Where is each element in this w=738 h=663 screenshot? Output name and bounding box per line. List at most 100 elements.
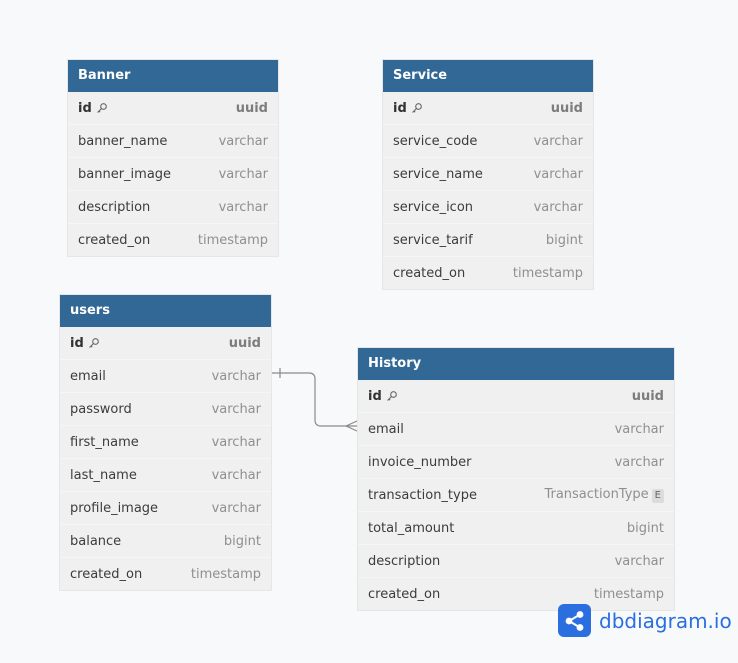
field-row[interactable]: service_name varchar bbox=[383, 157, 593, 190]
field-type-text: bigint bbox=[223, 533, 261, 549]
field-row[interactable]: total_amount bigint bbox=[358, 511, 674, 544]
field-name-text: id bbox=[70, 335, 84, 351]
table-header[interactable]: Service bbox=[383, 60, 593, 92]
field-name-text: created_on bbox=[368, 586, 441, 602]
many-cardinality-mark-bottom bbox=[345, 425, 358, 432]
field-type: timestamp bbox=[198, 233, 268, 248]
field-name: email bbox=[368, 422, 404, 437]
field-type-text: varchar bbox=[211, 401, 261, 417]
field-name: email bbox=[70, 369, 106, 384]
field-name-text: banner_image bbox=[78, 166, 172, 182]
field-type: varchar bbox=[212, 468, 261, 483]
field-name: id bbox=[368, 389, 398, 404]
table-header[interactable]: users bbox=[60, 295, 271, 327]
field-type: bigint bbox=[627, 521, 664, 536]
relationship-line bbox=[271, 372, 358, 427]
field-row[interactable]: profile_image varchar bbox=[60, 491, 271, 524]
key-icon bbox=[386, 390, 398, 402]
field-type: varchar bbox=[615, 422, 664, 437]
field-type: varchar bbox=[212, 501, 261, 516]
field-type: bigint bbox=[224, 534, 261, 549]
brand-logo-group[interactable]: dbdiagram.io bbox=[558, 604, 732, 637]
key-icon bbox=[96, 102, 108, 114]
field-type-text: varchar bbox=[614, 454, 664, 470]
field-row[interactable]: last_name varchar bbox=[60, 458, 271, 491]
field-name-text: created_on bbox=[78, 232, 151, 248]
field-name-text: balance bbox=[70, 533, 122, 549]
field-type-text: timestamp bbox=[190, 566, 261, 582]
field-type: varchar bbox=[534, 167, 583, 182]
field-name-text: last_name bbox=[70, 467, 137, 483]
field-row[interactable]: password varchar bbox=[60, 392, 271, 425]
field-row[interactable]: id uuid bbox=[60, 327, 271, 359]
field-type-text: bigint bbox=[545, 232, 583, 248]
field-name: profile_image bbox=[70, 501, 158, 516]
field-name: total_amount bbox=[368, 521, 454, 536]
field-row[interactable]: banner_image varchar bbox=[68, 157, 278, 190]
field-type-text: varchar bbox=[218, 133, 268, 149]
field-row[interactable]: invoice_number varchar bbox=[358, 445, 674, 478]
field-type: varchar bbox=[219, 200, 268, 215]
field-type-text: varchar bbox=[533, 133, 583, 149]
field-type-text: varchar bbox=[218, 166, 268, 182]
many-cardinality-mark-top bbox=[345, 420, 358, 427]
field-name: description bbox=[78, 200, 150, 215]
brand-name: dbdiagram.io bbox=[599, 608, 732, 633]
field-name-text: invoice_number bbox=[368, 454, 472, 470]
field-name: invoice_number bbox=[368, 455, 472, 470]
field-type: varchar bbox=[534, 200, 583, 215]
field-row[interactable]: created_on timestamp bbox=[358, 577, 674, 610]
field-type: uuid bbox=[551, 101, 583, 116]
field-row[interactable]: email varchar bbox=[358, 412, 674, 445]
field-name: first_name bbox=[70, 435, 139, 450]
field-type: timestamp bbox=[513, 266, 583, 281]
field-name: transaction_type bbox=[368, 488, 477, 503]
table-header[interactable]: Banner bbox=[68, 60, 278, 92]
field-type-text: varchar bbox=[533, 166, 583, 182]
field-name: last_name bbox=[70, 468, 137, 483]
field-name: balance bbox=[70, 534, 121, 549]
field-row[interactable]: created_on timestamp bbox=[68, 223, 278, 256]
field-name: service_icon bbox=[393, 200, 473, 215]
field-row[interactable]: service_icon varchar bbox=[383, 190, 593, 223]
table-header[interactable]: History bbox=[358, 348, 674, 380]
field-type: varchar bbox=[219, 167, 268, 182]
field-type: varchar bbox=[534, 134, 583, 149]
field-name: password bbox=[70, 402, 132, 417]
field-name-text: id bbox=[393, 100, 407, 116]
field-name: id bbox=[393, 101, 423, 116]
field-name: service_name bbox=[393, 167, 483, 182]
field-type-text: timestamp bbox=[593, 586, 664, 602]
field-type: varchar bbox=[219, 134, 268, 149]
field-type: uuid bbox=[229, 336, 261, 351]
field-type-text: uuid bbox=[228, 335, 261, 351]
field-row[interactable]: balance bigint bbox=[60, 524, 271, 557]
field-name: created_on bbox=[70, 567, 142, 582]
field-type-text: timestamp bbox=[197, 232, 268, 248]
field-type: timestamp bbox=[594, 587, 664, 602]
field-name-text: first_name bbox=[70, 434, 139, 450]
share-icon bbox=[558, 604, 591, 637]
field-type-text: varchar bbox=[211, 467, 261, 483]
field-row[interactable]: id uuid bbox=[383, 92, 593, 124]
field-row[interactable]: description varchar bbox=[68, 190, 278, 223]
field-row[interactable]: created_on timestamp bbox=[60, 557, 271, 590]
field-type-text: varchar bbox=[218, 199, 268, 215]
field-type-text: uuid bbox=[235, 100, 268, 116]
